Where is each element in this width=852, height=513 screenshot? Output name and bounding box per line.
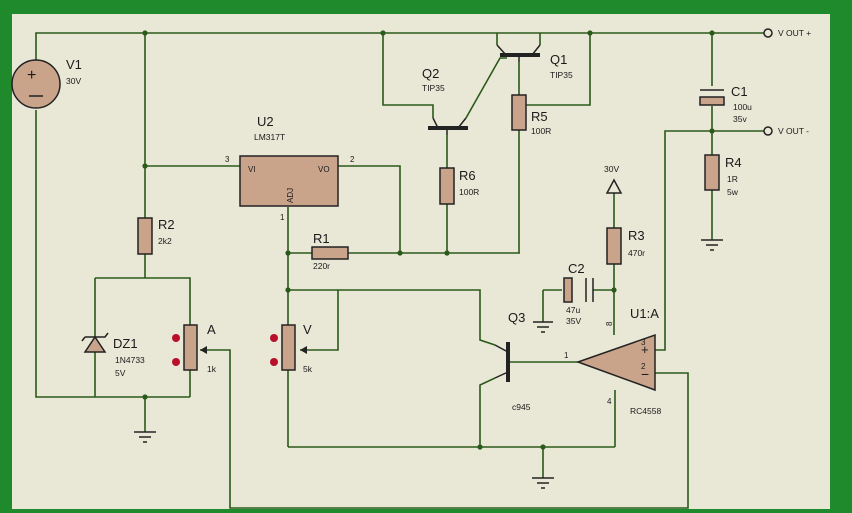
q1-label: Q1 bbox=[550, 52, 567, 67]
resistor-r6: R6 100R bbox=[439, 167, 479, 205]
supply-30v: 30V bbox=[604, 164, 623, 194]
pot-a-label: A bbox=[207, 322, 216, 337]
capacitor-c2: C2 47u 35V bbox=[563, 261, 594, 326]
dz1-label: DZ1 bbox=[113, 336, 138, 351]
potentiometer-a: A 1k bbox=[172, 322, 217, 374]
u2-part: LM317T bbox=[254, 132, 285, 142]
r2-label: R2 bbox=[158, 217, 175, 232]
u2-label: U2 bbox=[257, 114, 274, 129]
u2-pin-vo: VO bbox=[318, 165, 330, 174]
u1a-pin-1: 1 bbox=[564, 351, 569, 360]
u2-pin-adj: ADJ bbox=[286, 188, 295, 203]
resistor-r1: R1 220r bbox=[311, 231, 349, 271]
u1a-pin-8: 8 bbox=[605, 321, 614, 326]
schematic-paper bbox=[12, 14, 830, 509]
r1-label: R1 bbox=[313, 231, 330, 246]
zener-dz1: DZ1 1N4733 5V bbox=[81, 332, 145, 378]
u1a-label: U1:A bbox=[630, 306, 659, 321]
resistor-r2: R2 2k2 bbox=[137, 217, 175, 255]
c2-label: C2 bbox=[568, 261, 585, 276]
pot-a-value: 1k bbox=[207, 364, 217, 374]
resistor-r5: R5 100R bbox=[511, 94, 551, 136]
supply-label: 30V bbox=[604, 164, 619, 174]
battery-v1: + V1 30V bbox=[11, 57, 82, 109]
r2-value: 2k2 bbox=[158, 236, 172, 246]
u1a-part: RC4558 bbox=[630, 406, 661, 416]
transistor-q1: Q1 TIP35 bbox=[496, 44, 573, 80]
q2-label: Q2 bbox=[422, 66, 439, 81]
potentiometer-v: V 5k bbox=[270, 322, 313, 374]
v1-label: V1 bbox=[66, 57, 82, 72]
wires bbox=[35, 32, 765, 509]
v1-value: 30V bbox=[66, 76, 81, 86]
q1-part: TIP35 bbox=[550, 70, 573, 80]
r4-value: 1R bbox=[727, 174, 738, 184]
r3-value: 470r bbox=[628, 248, 645, 258]
c2-value: 47u bbox=[566, 305, 580, 315]
terminal-vout-plus: V OUT + bbox=[763, 28, 811, 38]
r4-power: 5w bbox=[727, 187, 739, 197]
capacitor-c1: C1 100u 35v bbox=[699, 84, 752, 124]
v1-plus-sign: + bbox=[27, 67, 36, 84]
ground-c2 bbox=[533, 321, 553, 333]
r6-label: R6 bbox=[459, 168, 476, 183]
u1a-pin-4: 4 bbox=[607, 397, 612, 406]
u1a-pin-3: 3 bbox=[641, 338, 646, 347]
ground-left bbox=[134, 431, 156, 443]
c1-label: C1 bbox=[731, 84, 748, 99]
c1-value: 100u bbox=[733, 102, 752, 112]
terminal-vout-minus: V OUT - bbox=[763, 126, 809, 136]
resistor-r3: R3 470r bbox=[606, 227, 645, 265]
transistor-q3: Q3 c945 bbox=[494, 310, 531, 412]
opamp-minus: − bbox=[641, 366, 649, 382]
pot-v-label: V bbox=[303, 322, 312, 337]
q2-part: TIP35 bbox=[422, 83, 445, 93]
vout-plus-label: V OUT + bbox=[778, 28, 811, 38]
u2-pin-2: 2 bbox=[350, 155, 355, 164]
dz1-part: 1N4733 bbox=[115, 355, 145, 365]
r6-value: 100R bbox=[459, 187, 479, 197]
r4-label: R4 bbox=[725, 155, 742, 170]
dz1-value: 5V bbox=[115, 368, 126, 378]
vout-minus-label: V OUT - bbox=[778, 126, 809, 136]
opamp-plus: + bbox=[641, 342, 649, 357]
c2-voltage: 35V bbox=[566, 316, 581, 326]
u2-pin-vi: VI bbox=[248, 165, 256, 174]
r5-label: R5 bbox=[531, 109, 548, 124]
transistor-q2: Q2 TIP35 bbox=[422, 66, 468, 135]
c1-voltage: 35v bbox=[733, 114, 747, 124]
r1-value: 220r bbox=[313, 261, 330, 271]
r3-label: R3 bbox=[628, 228, 645, 243]
opamp-u1a: + − U1:A RC4558 1 3 2 8 4 bbox=[564, 306, 661, 416]
q3-label: Q3 bbox=[508, 310, 525, 325]
resistor-r4: R4 1R 5w bbox=[704, 154, 742, 197]
q3-part: c945 bbox=[512, 402, 531, 412]
ground-symbols bbox=[134, 239, 723, 489]
regulator-u2: U2 LM317T VI VO ADJ 3 2 1 bbox=[225, 114, 355, 222]
ground-right bbox=[701, 239, 723, 251]
r5-value: 100R bbox=[531, 126, 551, 136]
u1a-pin-2: 2 bbox=[641, 362, 646, 371]
ground-bottom bbox=[532, 477, 554, 489]
pot-v-value: 5k bbox=[303, 364, 313, 374]
u2-pin-3: 3 bbox=[225, 155, 230, 164]
u2-pin-1: 1 bbox=[280, 213, 285, 222]
